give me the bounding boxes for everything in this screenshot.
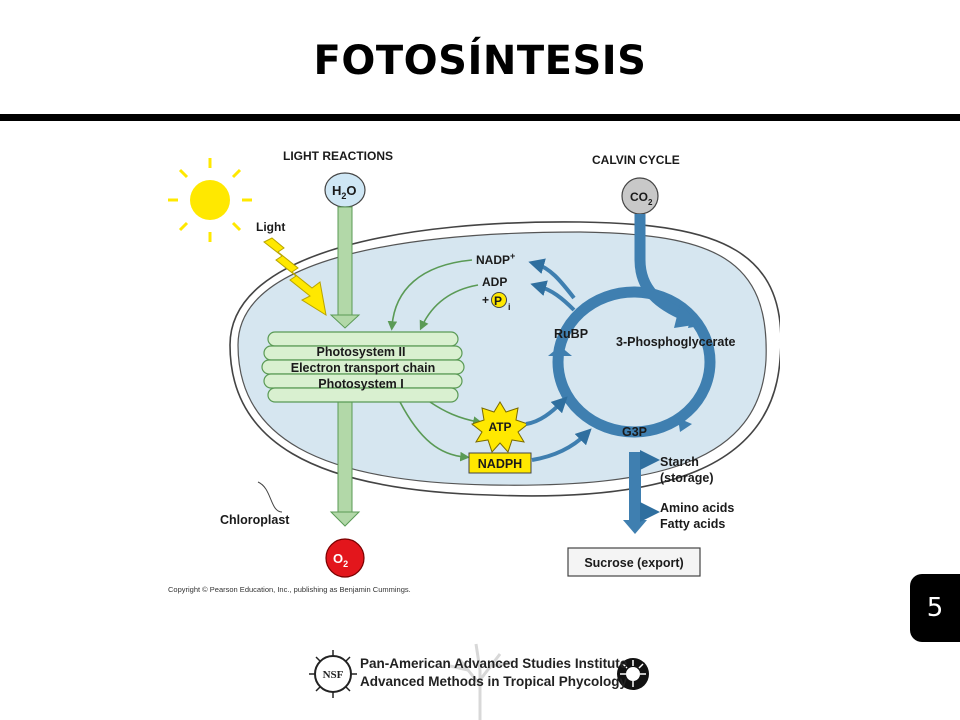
footer-graphics: NSF xyxy=(309,643,649,720)
pi-plus-label: + xyxy=(482,293,489,307)
co2-label: CO2 xyxy=(630,190,653,207)
title-divider xyxy=(0,114,960,121)
g3p-label: G3P xyxy=(622,425,647,439)
g3p-output-arrowhead xyxy=(623,520,647,534)
photosynthesis-diagram: Light LIGHT REACTIONS CALVIN CYCLE H2O O… xyxy=(168,149,780,594)
calvin-cycle-label: CALVIN CYCLE xyxy=(592,153,680,167)
light-bolt-icon xyxy=(263,237,327,317)
footer-branding: NSF Pan-American Advanced Studies Instit… xyxy=(300,630,660,720)
amino-acids-label: Amino acids xyxy=(660,501,734,515)
h2o-bubble xyxy=(324,172,366,208)
thylakoid-stack xyxy=(261,331,465,403)
o2-label: O2 xyxy=(333,551,348,569)
cycle-to-adp-arrow xyxy=(530,280,576,312)
photosystem-ii-label: Photosystem II xyxy=(317,345,406,359)
o2-circle xyxy=(325,538,365,578)
nadph-label: NADPH xyxy=(478,457,522,471)
thylakoid-to-atp-arrow xyxy=(429,401,483,426)
co2-in-arrowhead xyxy=(674,304,700,328)
light-label: Light xyxy=(256,220,285,234)
water-in-arrowhead xyxy=(329,314,361,329)
pi-subscript: i xyxy=(508,302,511,312)
electron-transport-chain-label: Electron transport chain xyxy=(291,361,435,375)
adp-label: ADP xyxy=(482,275,507,289)
sucrose-label: Sucrose (export) xyxy=(584,556,683,570)
nsf-logo-text: NSF xyxy=(323,669,344,681)
co2-in-arrow xyxy=(634,214,689,322)
h2o-label: H2O xyxy=(332,183,357,201)
copyright-notice: Copyright © Pearson Education, Inc., pub… xyxy=(168,585,411,594)
sucrose-box xyxy=(567,547,701,577)
adp-to-thylakoid-arrow xyxy=(419,284,479,331)
fatty-acids-label: Fatty acids xyxy=(660,517,725,531)
cycle-to-nadp-arrow xyxy=(528,258,576,300)
page-number-badge: 5 xyxy=(910,574,960,642)
slide-title: FOTOSÍNTESIS xyxy=(313,38,647,84)
water-in-arrow xyxy=(337,206,353,318)
calvin-cycle-ring xyxy=(552,286,716,438)
chloroplast-label: Chloroplast xyxy=(220,513,290,527)
pi-circle xyxy=(491,292,507,308)
nadph-box xyxy=(468,452,532,474)
tree-watermark-icon xyxy=(449,643,513,720)
rubp-label: RuBP xyxy=(554,327,588,341)
storage-label: (storage) xyxy=(660,471,713,485)
footer-course-line: Advanced Methods in Tropical Phycology xyxy=(360,674,628,689)
calvin-ring-arrowhead-rubp xyxy=(548,346,572,356)
photosystem-i-label: Photosystem I xyxy=(318,377,403,391)
calvin-ring-arrowhead-g3p xyxy=(678,418,692,432)
institute-logo-icon xyxy=(617,658,649,690)
atp-to-cycle-arrow xyxy=(525,396,568,426)
atp-label: ATP xyxy=(488,420,511,434)
pi-label: P xyxy=(494,294,502,308)
sun-icon xyxy=(168,158,252,242)
oxygen-out-arrow xyxy=(337,401,353,515)
nadph-to-cycle-arrow xyxy=(531,428,592,462)
nsf-logo: NSF xyxy=(309,650,357,698)
nadp-label: NADP+ xyxy=(476,251,515,267)
oxygen-out-arrowhead xyxy=(329,511,361,527)
nadp-to-thylakoid-arrow xyxy=(387,259,473,331)
starch-label: Starch xyxy=(660,455,699,469)
atp-starburst xyxy=(470,401,530,453)
phosphoglycerate-label: 3-Phosphoglycerate xyxy=(616,335,736,349)
light-reactions-label: LIGHT REACTIONS xyxy=(283,149,393,163)
footer-institute-line: Pan-American Advanced Studies Institute xyxy=(360,656,628,671)
thylakoid-to-nadph-arrow xyxy=(399,401,470,462)
g3p-output-arrow xyxy=(629,452,641,522)
chloroplast-pointer-line xyxy=(257,481,283,513)
